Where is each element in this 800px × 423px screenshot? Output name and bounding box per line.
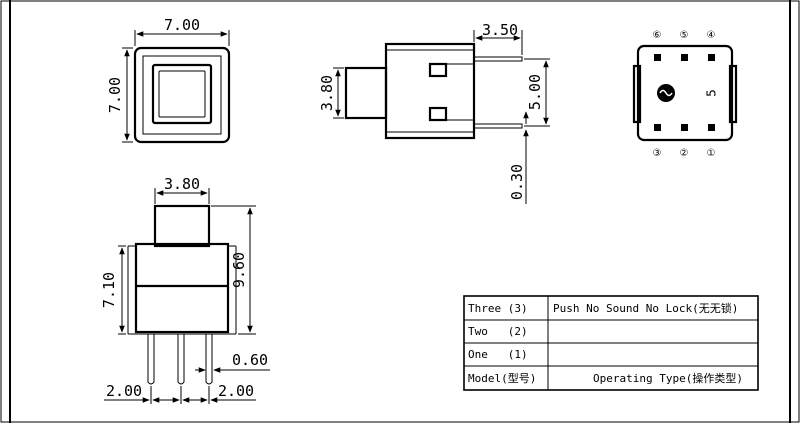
dim-side-width: 3.50	[482, 21, 518, 39]
footprint-mark: 5	[705, 89, 719, 97]
pin-label-4: ④	[707, 30, 716, 41]
side-view-clip-top	[428, 62, 448, 78]
footprint-pad-3	[654, 124, 661, 131]
side-view-pin-top	[473, 56, 523, 62]
front-pin-right	[205, 334, 213, 385]
spec-table: Three (3) Push No Sound No Lock(无无锁) Two…	[463, 295, 759, 391]
side-view-stem	[344, 66, 388, 120]
top-view: 7.00 7.00	[106, 16, 231, 144]
top-view-button-frame	[151, 63, 213, 125]
side-view-body	[384, 42, 476, 140]
top-view-outer	[133, 46, 231, 144]
pin-label-1: ①	[707, 148, 716, 159]
table-header-value: Operating Type(操作类型)	[593, 371, 743, 385]
footprint-pad-5	[681, 54, 688, 61]
front-pin-left	[147, 334, 155, 385]
front-view: 3.80 7.10 9.60 0.60 2.00 2.00	[100, 175, 270, 404]
footprint-pad-2	[681, 124, 688, 131]
footprint-outline	[636, 44, 734, 142]
front-pin-center	[177, 334, 185, 385]
dim-side-stem: 3.80	[318, 75, 336, 111]
footprint-pad-6	[654, 54, 661, 61]
dim-pitch-left: 2.00	[106, 382, 142, 400]
pin-label-6: ⑥	[653, 30, 662, 41]
front-view-body	[134, 242, 230, 334]
side-view-pin-bottom	[473, 123, 523, 129]
dim-pitch-right: 2.00	[218, 382, 254, 400]
top-view-button	[158, 70, 206, 118]
table-header-label: Model(型号)	[468, 371, 536, 385]
footprint-side-right	[728, 64, 738, 124]
footprint-side-left	[632, 64, 642, 124]
dim-top-height: 7.00	[106, 77, 124, 113]
table-row-1-label: One (1)	[468, 348, 528, 361]
side-view-clip-bottom	[428, 106, 448, 122]
footprint-view: 5 ⑥ ⑤ ④ ③ ② ①	[632, 30, 738, 159]
front-view-stem	[153, 204, 211, 248]
dim-front-stem: 3.80	[164, 175, 200, 193]
table-row-2-label: Two (2)	[468, 325, 528, 338]
dim-top-width: 7.00	[164, 16, 200, 34]
footprint-pad-1	[708, 124, 715, 131]
dim-front-total: 9.60	[230, 252, 248, 288]
table-row-3-value: Push No Sound No Lock(无无锁)	[553, 301, 738, 315]
footprint-pad-4	[708, 54, 715, 61]
dim-side-height: 5.00	[526, 74, 544, 110]
top-view-body	[142, 55, 222, 135]
side-view: 3.50 5.00 0.30 3.80	[318, 21, 550, 204]
pin-label-5: ⑤	[680, 30, 689, 41]
table-row-3-label: Three (3)	[468, 302, 528, 315]
pin-label-2: ②	[680, 148, 689, 159]
dim-front-pin: 0.60	[232, 351, 268, 369]
dim-front-body: 7.10	[100, 272, 118, 308]
dim-side-pin: 0.30	[508, 164, 526, 200]
pin-label-3: ③	[653, 148, 662, 159]
